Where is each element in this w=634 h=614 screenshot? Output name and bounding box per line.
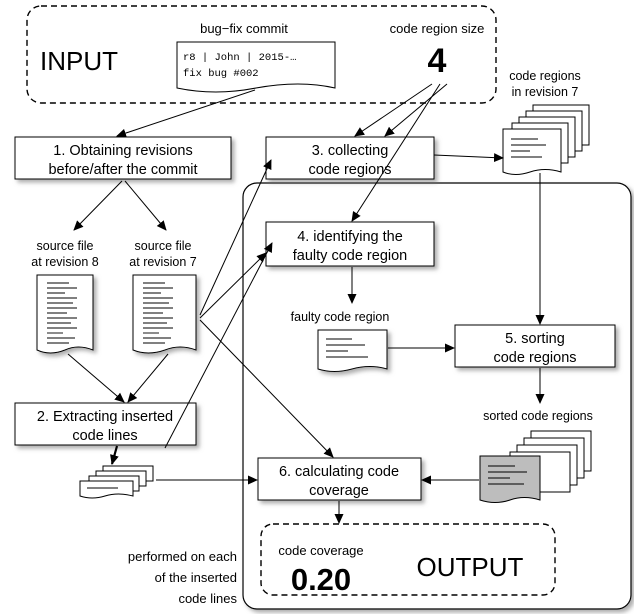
step-1-box: 1. Obtaining revisions before/after the …: [14, 136, 232, 180]
svg-text:5. sorting: 5. sorting: [505, 331, 565, 347]
svg-text:faulty code region: faulty code region: [293, 248, 407, 264]
arrow-step3-to-regions: [433, 153, 504, 163]
rev8-label-1: source file: [37, 239, 94, 253]
arrow-step2-to-step4: [164, 242, 273, 449]
rev8-label-2: at revision 8: [31, 255, 98, 269]
source-file-rev7-icon: [132, 274, 197, 354]
commit-label: bug−fix commit: [200, 21, 288, 36]
regions-label-2: in revision 7: [512, 85, 579, 99]
svg-text:1. Obtaining revisions: 1. Obtaining revisions: [53, 143, 192, 159]
note-line-2: of the inserted: [155, 570, 237, 585]
svg-text:4. identifying the: 4. identifying the: [297, 229, 403, 245]
svg-text:6. calculating code: 6. calculating code: [279, 464, 399, 480]
output-panel: code coverage 0.20 OUTPUT: [260, 523, 556, 597]
rev7-label-1: source file: [135, 239, 192, 253]
commit-line-1: r8 | John | 2015-…: [183, 52, 296, 64]
inserted-lines-stack-icon: [79, 465, 154, 499]
arrow-commit-to-step1: [116, 89, 256, 138]
commit-line-2: fix bug #002: [183, 68, 259, 80]
step-4-box: 4. identifying the faulty code region: [265, 221, 435, 267]
region-size-value: 4: [428, 42, 447, 80]
input-title: INPUT: [40, 46, 118, 76]
region-size-label: code region size: [390, 21, 485, 36]
arrow-step2-to-inserted: [110, 445, 119, 465]
svg-text:code lines: code lines: [72, 428, 137, 444]
note-line-3: code lines: [178, 591, 237, 606]
svg-text:coverage: coverage: [309, 483, 369, 499]
faulty-code-region-icon: [317, 329, 388, 372]
step-2-box: 2. Extracting inserted code lines: [14, 402, 197, 446]
arrow-rev8-to-step2: [67, 353, 125, 403]
step-5-box: 5. sorting code regions: [454, 324, 616, 368]
arrow-rev7-to-step6: [199, 319, 334, 458]
sorted-regions-stack-icon: [479, 430, 592, 503]
note-line-1: performed on each: [128, 549, 237, 564]
step-6-box: 6. calculating code coverage: [257, 457, 422, 501]
coverage-label: code coverage: [278, 543, 363, 558]
arrow-size-to-step3b: [384, 83, 448, 137]
svg-text:code regions: code regions: [493, 350, 576, 366]
svg-text:code regions: code regions: [308, 162, 391, 178]
arrow-rev7-to-step3: [199, 159, 272, 316]
svg-text:2. Extracting inserted: 2. Extracting inserted: [37, 409, 173, 425]
step-3-box: 3. collecting code regions: [265, 136, 435, 180]
loop-region-frame: [242, 182, 632, 610]
arrow-size-to-step4: [351, 83, 441, 222]
code-regions-stack-icon: [502, 104, 590, 175]
arrow-rev7-to-step4: [199, 252, 267, 319]
source-file-rev8-icon: [36, 274, 94, 354]
arrow-rev7-to-step2: [127, 353, 169, 403]
regions-label-1: code regions: [509, 69, 581, 83]
arrow-size-to-step3a: [354, 83, 433, 137]
arrow-step1-to-rev8: [73, 180, 123, 231]
coverage-value: 0.20: [291, 562, 351, 597]
arrow-step1-to-rev7: [124, 180, 167, 231]
rev7-label-2: at revision 7: [129, 255, 196, 269]
input-panel: INPUT bug−fix commit r8 | John | 2015-… …: [26, 5, 497, 104]
svg-text:3. collecting: 3. collecting: [312, 143, 389, 159]
sorted-regions-label: sorted code regions: [483, 409, 593, 423]
commit-message-card: [176, 41, 336, 93]
output-title: OUTPUT: [417, 552, 524, 582]
faulty-region-label: faulty code region: [291, 310, 390, 324]
svg-text:before/after the commit: before/after the commit: [48, 162, 197, 178]
